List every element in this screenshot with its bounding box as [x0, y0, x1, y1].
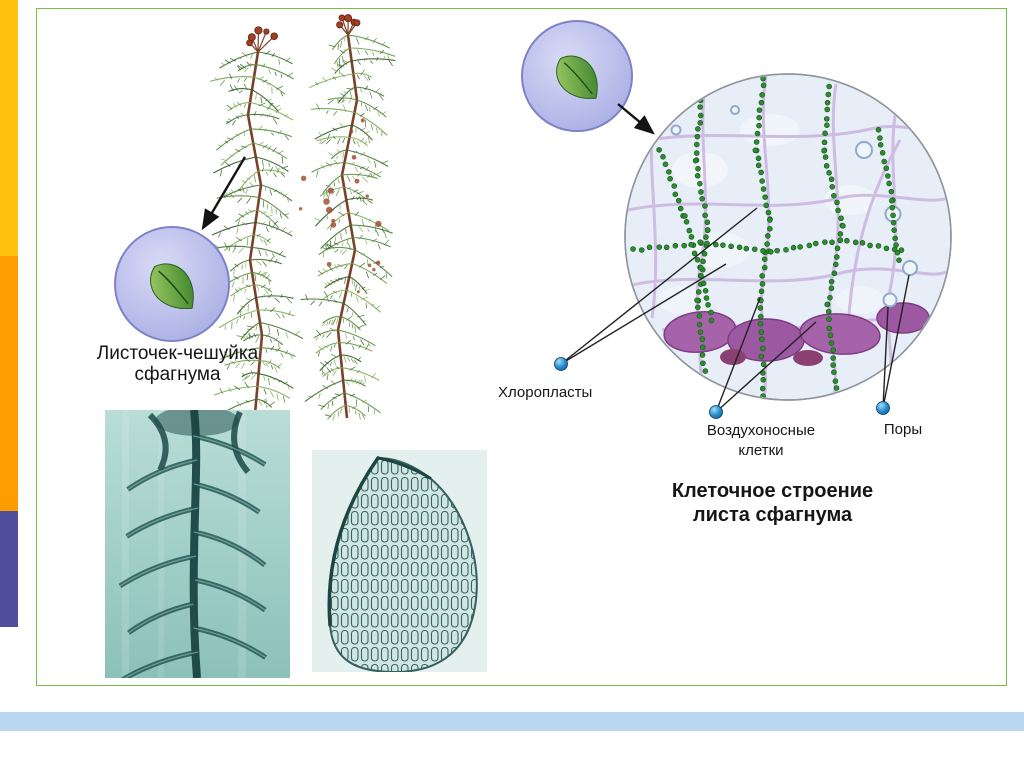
micro-photo-shoot — [105, 410, 290, 678]
micro-photo-leaf-net — [312, 450, 487, 672]
sidebar-yellow-bar — [0, 0, 18, 256]
pores-marker-dot-icon — [876, 401, 890, 415]
arrow-moss-to-leaf-icon — [201, 156, 247, 231]
label-pointer-lines — [560, 207, 910, 413]
leaf-callout-circle-left — [114, 226, 230, 342]
pore-openings — [670, 105, 918, 308]
chloroplast-chains — [630, 75, 905, 399]
air-cells-label-line2: клетки — [738, 442, 784, 459]
moss-plant-illustration — [209, 14, 396, 429]
cell-structure-circle — [624, 73, 952, 401]
slide-content-border — [36, 8, 1007, 686]
cell-structure-caption: Клеточное строение листа сфагнума — [635, 479, 910, 527]
footer-band — [0, 712, 1024, 731]
cell-structure-caption-line2: листа сфагнума — [692, 504, 853, 526]
chloroplasts-label: Хлоропласты — [498, 384, 593, 401]
cell-structure-caption-line1: Клеточное строение — [671, 480, 874, 502]
leaf-scale-caption-line2: сфагнума — [134, 364, 221, 385]
air-cells-label: Воздухоносные клетки — [676, 421, 846, 461]
pores-label: Поры — [883, 421, 923, 438]
leaf-scale-caption-line1: Листочек-чешуйка — [96, 343, 259, 364]
air-cells-marker-dot-icon — [709, 405, 723, 419]
leaf-callout-circle-right — [521, 20, 633, 132]
leaf-scale-caption: Листочек-чешуйка сфагнума — [40, 343, 315, 385]
chloroplasts-marker-dot-icon — [554, 357, 568, 371]
sidebar-orange-bar — [0, 256, 18, 511]
sidebar-navy-bar — [0, 511, 18, 627]
arrow-leaf-to-cell-circle-icon — [617, 103, 655, 135]
air-cells-label-line1: Воздухоносные — [706, 422, 816, 439]
